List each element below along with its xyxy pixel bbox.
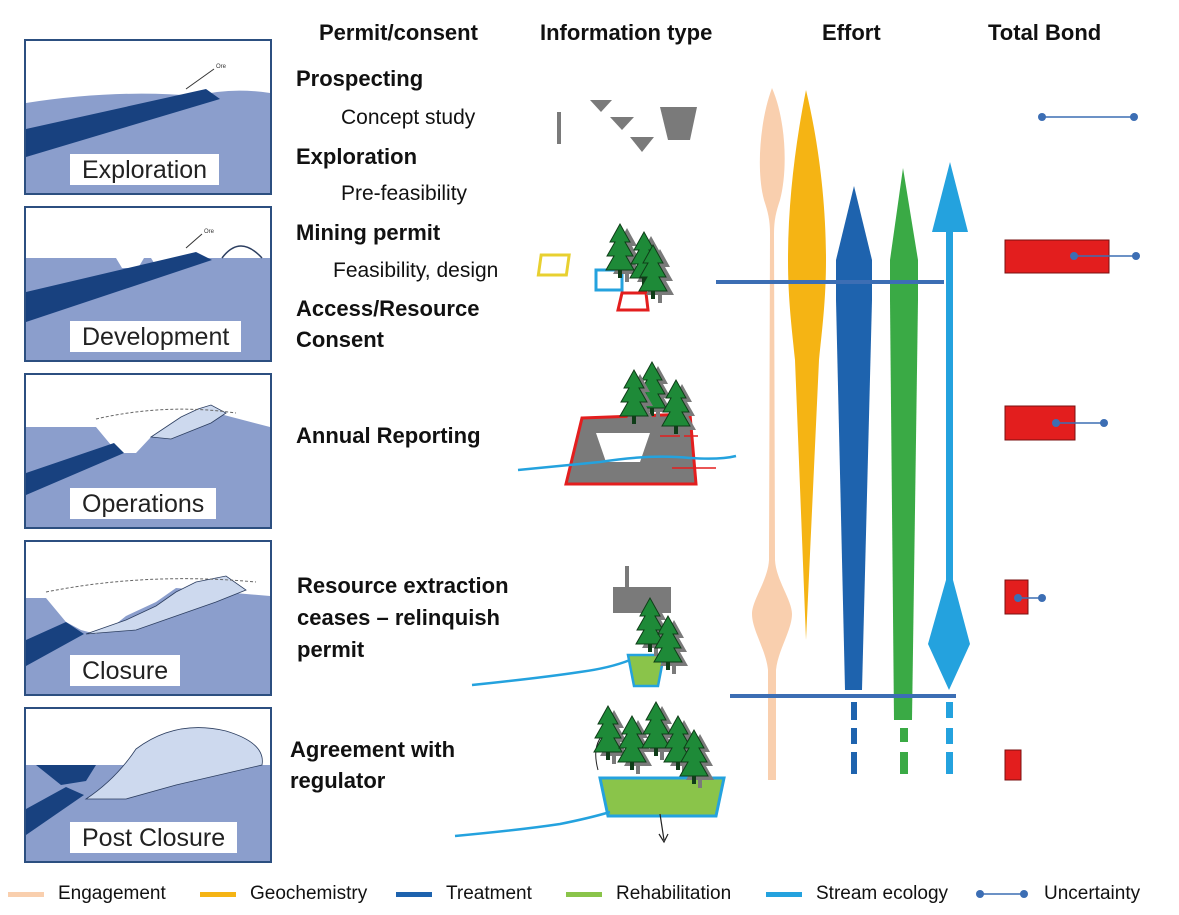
sub-feasibility-design: Feasibility, design xyxy=(333,259,499,282)
bond-post-closure xyxy=(1004,749,1022,781)
legend-rehabilitation: Rehabilitation xyxy=(566,880,731,908)
total-bond-header: Total Bond xyxy=(988,20,1102,45)
stage-label-development: Development xyxy=(70,321,242,352)
legend-treatment-label: Treatment xyxy=(446,883,532,904)
effort-geochemistry-shape xyxy=(788,90,826,640)
sub-concept-study: Concept study xyxy=(341,106,476,129)
permit-consent-header: Permit/consent xyxy=(319,20,478,45)
stage-panel-post-closure: Post Closure xyxy=(24,707,272,863)
permit-exploration: Exploration xyxy=(296,144,418,169)
legend-geochemistry: Geochemistry xyxy=(200,880,367,908)
effort-stream-ecology-shape xyxy=(928,162,970,774)
effort-treatment-shape xyxy=(836,186,872,774)
legend-geochemistry-label: Geochemistry xyxy=(250,883,368,904)
legend-engagement-label: Engagement xyxy=(58,883,166,904)
effort-rehabilitation-shape xyxy=(890,168,918,774)
operations-info-icons xyxy=(517,361,737,486)
permit-cease-line1: Resource extraction xyxy=(297,573,509,598)
bond-exploration xyxy=(1038,113,1138,121)
ore-annotation: Ore xyxy=(216,64,227,70)
permit-access-line1: Access/Resource xyxy=(296,296,480,321)
legend-rehabilitation-swatch xyxy=(566,891,602,897)
permit-agreement-line1: Agreement with xyxy=(290,737,456,762)
stage-label-closure: Closure xyxy=(70,655,181,686)
legend-stream-ecology-swatch xyxy=(766,891,802,897)
closure-info-icons xyxy=(471,566,688,688)
bond-operations xyxy=(1004,405,1108,441)
permit-access-line2: Consent xyxy=(296,327,384,352)
sub-pre-feasibility: Pre-feasibility xyxy=(341,182,468,205)
permit-agreement-line2: regulator xyxy=(290,768,386,793)
legend-uncertainty-swatch xyxy=(976,890,1028,898)
stage-panel-operations: Operations xyxy=(24,373,272,529)
development-info-icons xyxy=(536,223,674,312)
permit-prospecting: Prospecting xyxy=(296,66,424,91)
permit-annual-reporting: Annual Reporting xyxy=(296,423,481,448)
bond-closure xyxy=(1004,579,1046,615)
effort-header: Effort xyxy=(822,20,881,45)
diagram-graphics xyxy=(454,88,1140,844)
permit-cease-line3: permit xyxy=(297,637,365,662)
legend-uncertainty-label: Uncertainty xyxy=(1044,883,1141,904)
permit-cease-line2: ceases – relinquish xyxy=(297,605,500,630)
legend-treatment: Treatment xyxy=(396,880,532,908)
stage-label-operations: Operations xyxy=(70,488,217,519)
information-type-header: Information type xyxy=(540,20,713,45)
stage-panel-closure: Closure xyxy=(24,540,272,696)
stage-panel-exploration: Ore Exploration xyxy=(24,39,272,195)
svg-text:Ore: Ore xyxy=(204,229,215,235)
stage-label-post-closure: Post Closure xyxy=(70,822,238,853)
legend-stream-ecology: Stream ecology xyxy=(766,880,948,908)
effort-engagement-shape xyxy=(752,88,792,780)
permit-mining: Mining permit xyxy=(296,220,441,245)
legend-treatment-swatch xyxy=(396,891,432,897)
legend-geochemistry-swatch xyxy=(200,891,236,897)
legend-engagement: Engagement xyxy=(8,880,166,908)
post-closure-info-icons xyxy=(454,701,726,844)
legend-uncertainty: Uncertainty xyxy=(974,880,1140,908)
stage-panel-development: Ore Development xyxy=(24,206,272,362)
prospecting-info-icons xyxy=(557,100,697,152)
legend-rehabilitation-label: Rehabilitation xyxy=(616,883,732,904)
legend-engagement-swatch xyxy=(8,891,44,897)
legend-stream-ecology-label: Stream ecology xyxy=(816,883,949,904)
bond-development xyxy=(1004,239,1140,274)
stage-label-exploration: Exploration xyxy=(70,154,220,185)
